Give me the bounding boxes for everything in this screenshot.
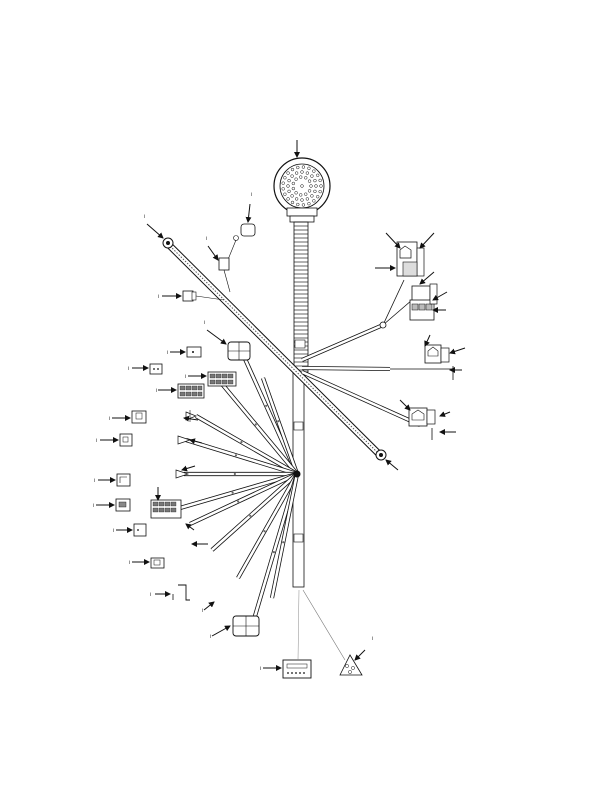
callout-mark: i bbox=[202, 608, 203, 614]
callout-arrow bbox=[211, 625, 231, 637]
terminal-c bbox=[175, 469, 190, 479]
fan-branch-band bbox=[237, 500, 240, 503]
fan-branch-band bbox=[265, 404, 268, 407]
relay-block-2 bbox=[409, 283, 438, 321]
callout-arrow bbox=[203, 601, 215, 611]
fan-branch-fill bbox=[270, 473, 299, 599]
callout-mark: i bbox=[96, 438, 97, 444]
relay-block-4 bbox=[408, 407, 436, 440]
fan-branch-fill bbox=[261, 377, 299, 475]
callout-mark: i bbox=[372, 636, 373, 642]
relay-block-1 bbox=[396, 241, 425, 277]
plug-a bbox=[186, 346, 202, 358]
callout-mark: i bbox=[185, 374, 186, 380]
right-branches bbox=[301, 279, 452, 427]
fan-branch-band bbox=[263, 530, 266, 533]
socket-a bbox=[131, 410, 147, 424]
socket-c bbox=[116, 473, 131, 487]
callout-arrow bbox=[419, 271, 435, 285]
callout-mark: i bbox=[260, 666, 261, 672]
callout-mark: i bbox=[158, 294, 159, 300]
callout-mark: i bbox=[94, 478, 95, 484]
callout-mark: i bbox=[113, 528, 114, 534]
callout-mark: i bbox=[204, 320, 205, 326]
fan-branch-band bbox=[272, 551, 275, 554]
relay-block-3 bbox=[424, 344, 454, 380]
callout-arrow bbox=[185, 523, 195, 531]
socket-d bbox=[115, 498, 131, 512]
small-connector-left bbox=[182, 290, 225, 302]
callout-arrow bbox=[419, 232, 435, 249]
bracket-a bbox=[172, 584, 190, 601]
callout-mark: i bbox=[156, 388, 157, 394]
ring-terminal-cluster bbox=[302, 589, 363, 676]
fan-branch-fill bbox=[221, 383, 298, 475]
callout-mark: i bbox=[144, 214, 145, 220]
fan-branch-fill bbox=[211, 473, 298, 551]
callout-arrows: i i i i i i i i i i i i i i i i i i i i bbox=[93, 140, 466, 672]
terminal-a bbox=[185, 410, 197, 422]
fan-branch-band bbox=[233, 472, 236, 476]
fan-branch-fill bbox=[253, 473, 299, 617]
fan-branch-band bbox=[231, 491, 234, 494]
callout-mark: i bbox=[129, 560, 130, 566]
small-connector-top bbox=[226, 223, 256, 263]
callout-mark: i bbox=[206, 236, 207, 242]
multi-pin-connector-a bbox=[207, 371, 237, 387]
callout-arrow bbox=[189, 438, 203, 445]
main-trunk bbox=[292, 221, 309, 588]
callout-arrow bbox=[385, 459, 399, 471]
callout-arrow bbox=[245, 203, 252, 223]
callout-mark: i bbox=[128, 366, 129, 372]
callout-arrow bbox=[181, 465, 196, 472]
main-round-connector bbox=[273, 157, 331, 223]
callout-mark: i bbox=[109, 416, 110, 422]
fan-branch-band bbox=[240, 441, 243, 444]
callout-arrow bbox=[206, 329, 227, 345]
callout-mark: i bbox=[210, 634, 211, 640]
fan-branch-band bbox=[254, 423, 257, 426]
callout-arrow bbox=[207, 245, 219, 261]
fan-branch-fill bbox=[179, 472, 298, 510]
multi-pin-connector-c bbox=[150, 499, 182, 519]
callout-mark: i bbox=[150, 592, 151, 598]
callout-arrow bbox=[439, 411, 451, 417]
square-connector-b bbox=[232, 615, 260, 637]
socket-e bbox=[150, 557, 165, 569]
fan-branch-fill bbox=[236, 473, 299, 579]
fan-branch-fill bbox=[189, 472, 298, 526]
callout-mark: i bbox=[93, 503, 94, 509]
callout-arrow bbox=[183, 415, 199, 422]
terminal-strip bbox=[282, 589, 312, 679]
square-connector-a bbox=[227, 341, 251, 361]
plug-b bbox=[149, 363, 163, 375]
callout-mark: i bbox=[167, 350, 168, 356]
callout-arrow bbox=[399, 399, 411, 411]
callout-arrow bbox=[385, 232, 401, 249]
terminal-b bbox=[177, 435, 192, 445]
socket-b bbox=[119, 433, 133, 447]
callout-arrow bbox=[146, 223, 164, 239]
callout-arrow bbox=[432, 291, 448, 301]
callout-arrow bbox=[424, 334, 431, 347]
multi-pin-connector-b bbox=[177, 383, 205, 399]
small-connector-mid bbox=[218, 257, 231, 293]
plug-c bbox=[133, 523, 147, 537]
fan-branch-band bbox=[277, 420, 280, 423]
fan-branches bbox=[179, 349, 301, 617]
callout-arrow bbox=[354, 649, 366, 661]
fan-hub bbox=[293, 470, 301, 478]
fan-branch-band bbox=[249, 514, 252, 517]
fan-branch-band bbox=[234, 454, 238, 457]
callout-arrow bbox=[449, 347, 466, 355]
diagonal-harness bbox=[162, 237, 387, 461]
fan-branch-fill bbox=[185, 438, 298, 476]
fan-branch-fill bbox=[195, 414, 298, 476]
callout-mark: i bbox=[251, 192, 252, 198]
fan-branch-band bbox=[282, 541, 285, 544]
